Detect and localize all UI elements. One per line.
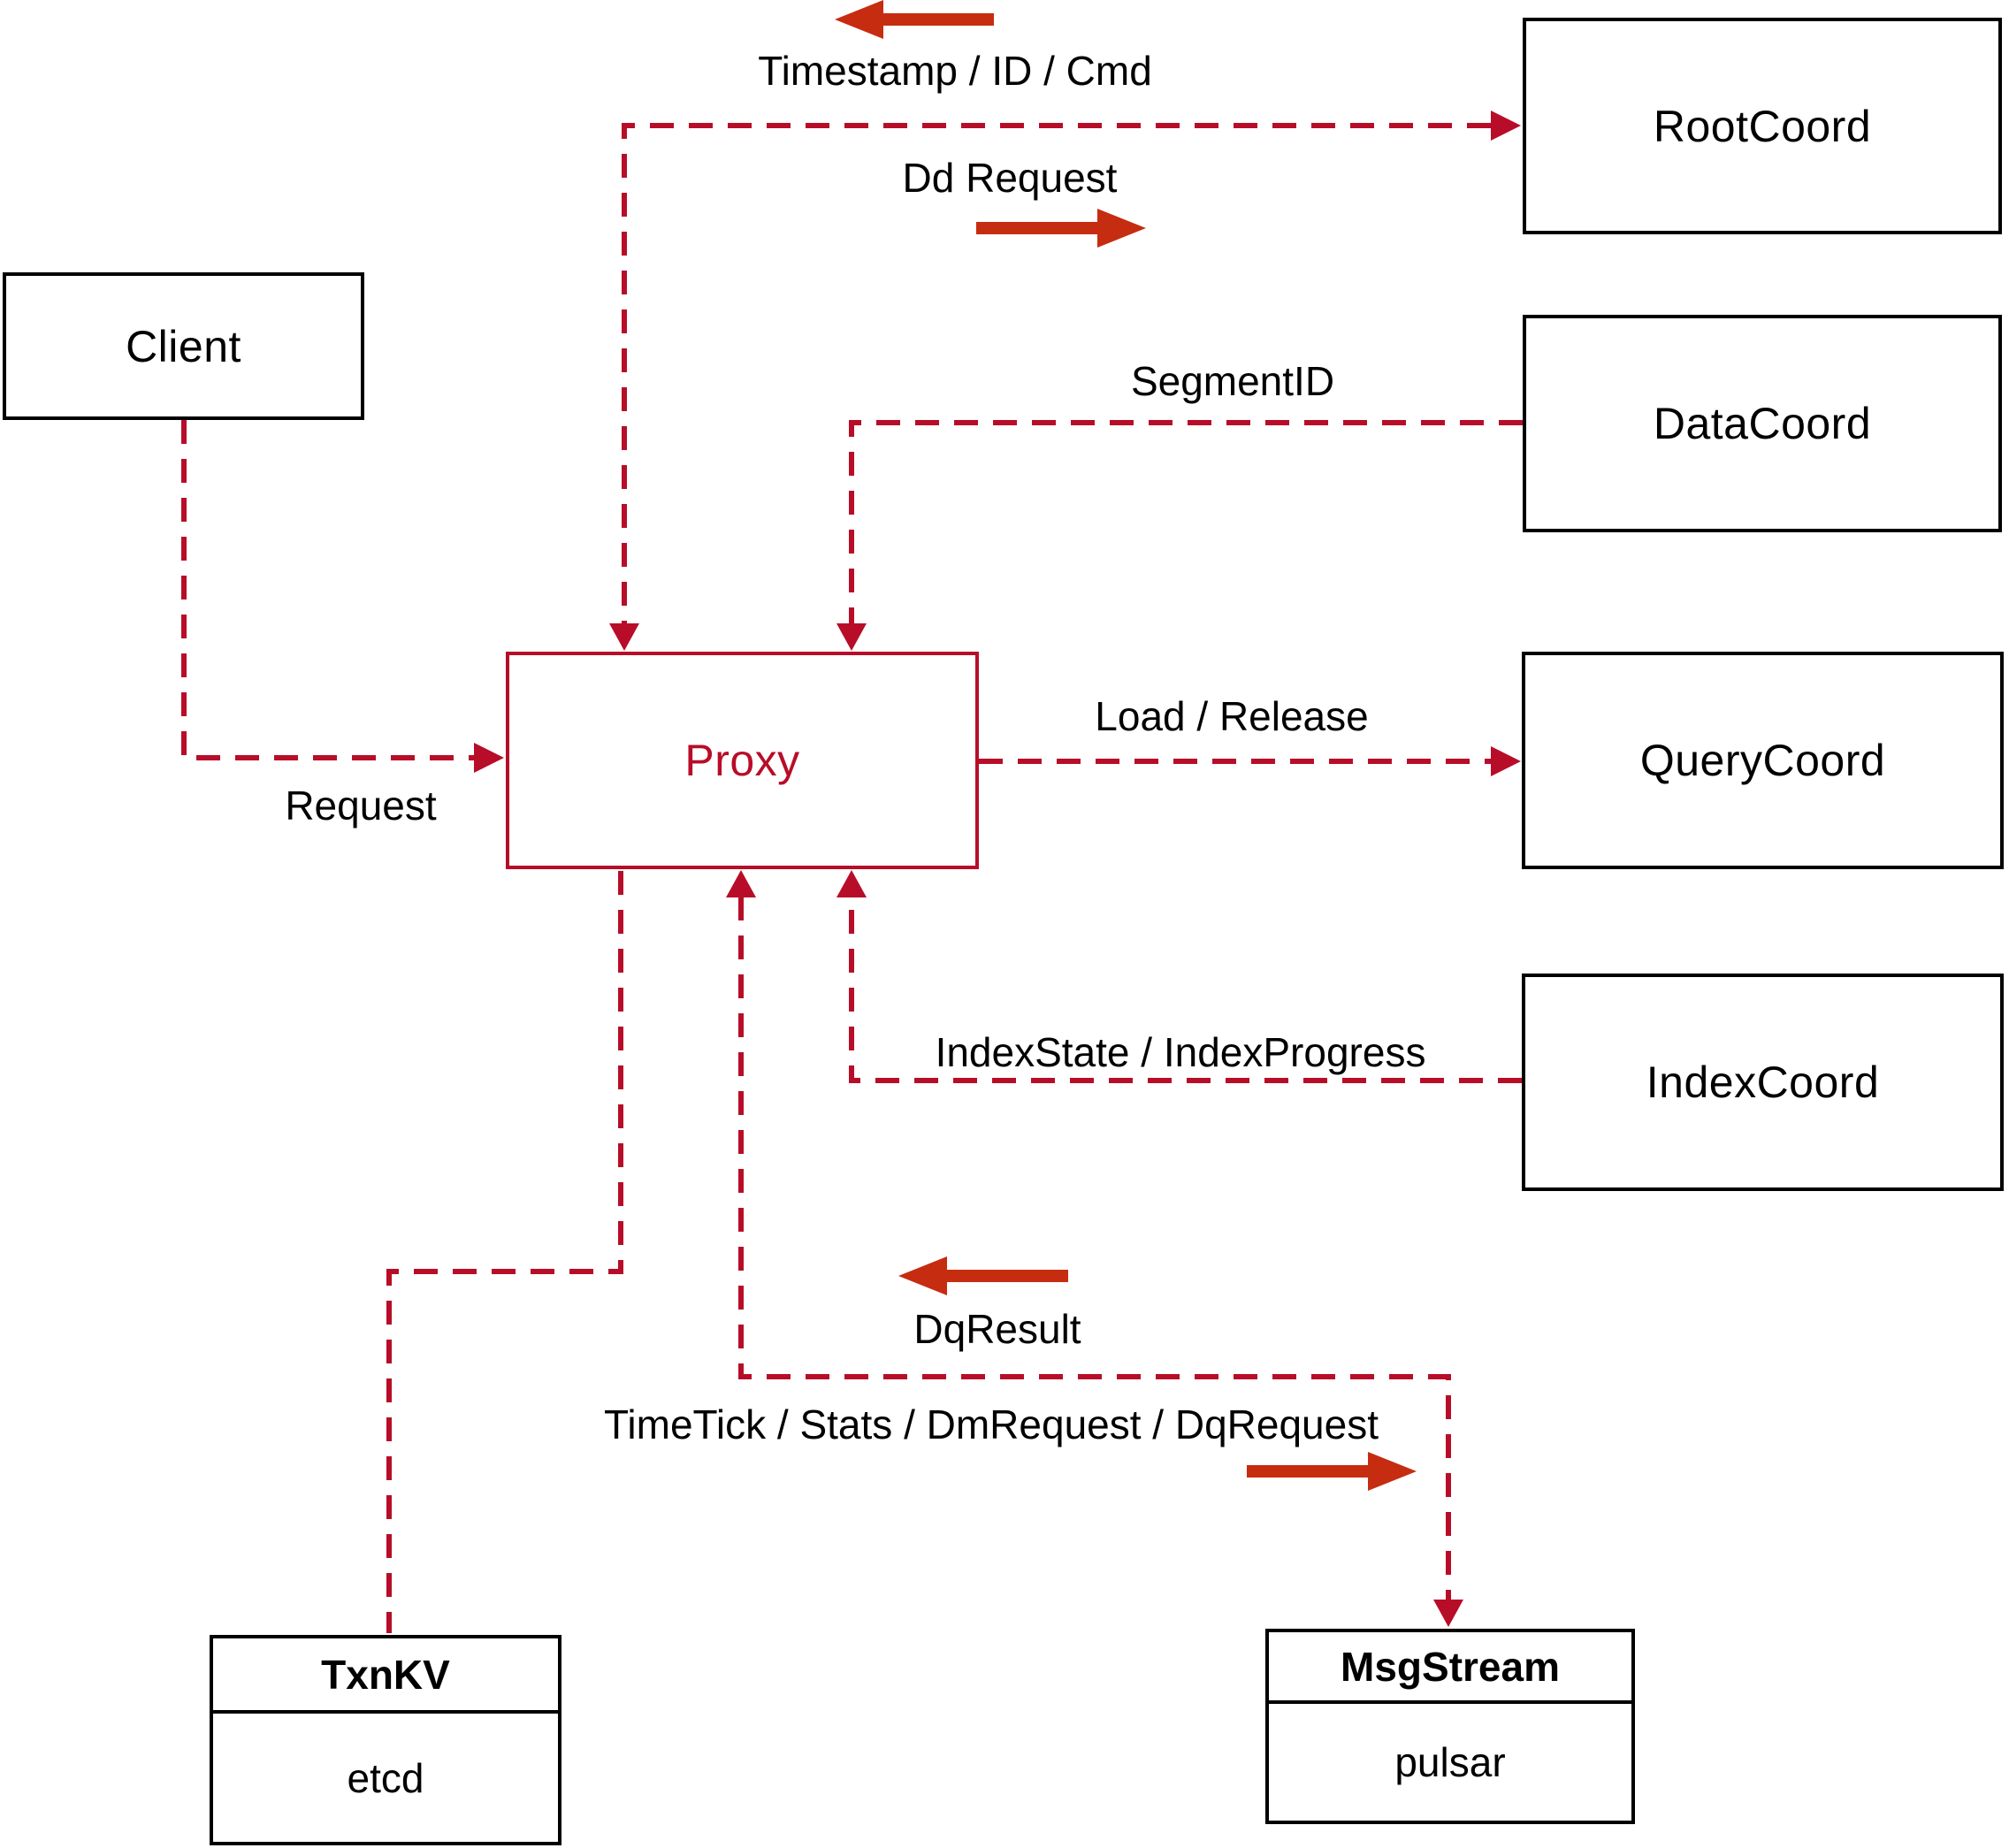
edge-label-dq-result: DqResult <box>913 1306 1081 1352</box>
edge-indexcoord-to-proxy <box>836 870 1522 1083</box>
node-client-label: Client <box>126 321 241 371</box>
arrow-dq-request-right <box>1247 1452 1417 1491</box>
edge-label-request: Request <box>285 783 437 829</box>
edge-datacoord-to-proxy <box>836 420 1523 651</box>
edge-proxy-rootcoord <box>609 111 1521 651</box>
edge-proxy-to-querycoord <box>979 746 1521 776</box>
node-indexcoord: IndexCoord <box>1522 974 2004 1191</box>
node-proxy-label: Proxy <box>684 736 800 785</box>
node-datacoord-label: DataCoord <box>1653 399 1872 448</box>
edge-proxy-to-txnkv <box>386 871 623 1633</box>
edge-label-segment-id: SegmentID <box>1130 358 1335 404</box>
node-datacoord: DataCoord <box>1523 315 2002 532</box>
edge-label-timestamp-id-cmd: Timestamp / ID / Cmd <box>758 48 1152 94</box>
node-txnkv: TxnKV etcd <box>210 1635 561 1845</box>
edge-label-index-state-progress: IndexState / IndexProgress <box>935 1029 1426 1075</box>
node-txnkv-title: TxnKV <box>213 1638 558 1714</box>
node-msgstream-title: MsgStream <box>1269 1632 1631 1704</box>
node-msgstream: MsgStream pulsar <box>1265 1629 1635 1824</box>
node-querycoord-label: QueryCoord <box>1639 736 1886 785</box>
node-msgstream-body: pulsar <box>1394 1739 1506 1785</box>
node-indexcoord-label: IndexCoord <box>1646 1058 1880 1107</box>
edge-label-dd-request: Dd Request <box>902 155 1118 201</box>
edge-label-timetick-stats: TimeTick / Stats / DmRequest / DqRequest <box>604 1401 1379 1447</box>
node-client: Client <box>3 272 364 420</box>
arrow-timestamp-left <box>835 0 994 39</box>
node-proxy: Proxy <box>506 652 979 869</box>
edge-proxy-msgstream <box>726 870 1463 1627</box>
node-querycoord: QueryCoord <box>1522 652 2004 869</box>
arrow-dd-request-right <box>976 209 1146 248</box>
arrow-dq-result-left <box>898 1256 1068 1295</box>
edge-label-load-release: Load / Release <box>1095 693 1369 739</box>
edge-client-to-proxy <box>181 420 504 773</box>
node-rootcoord: RootCoord <box>1523 18 2002 234</box>
node-rootcoord-label: RootCoord <box>1653 101 1872 151</box>
node-txnkv-body: etcd <box>347 1754 424 1801</box>
